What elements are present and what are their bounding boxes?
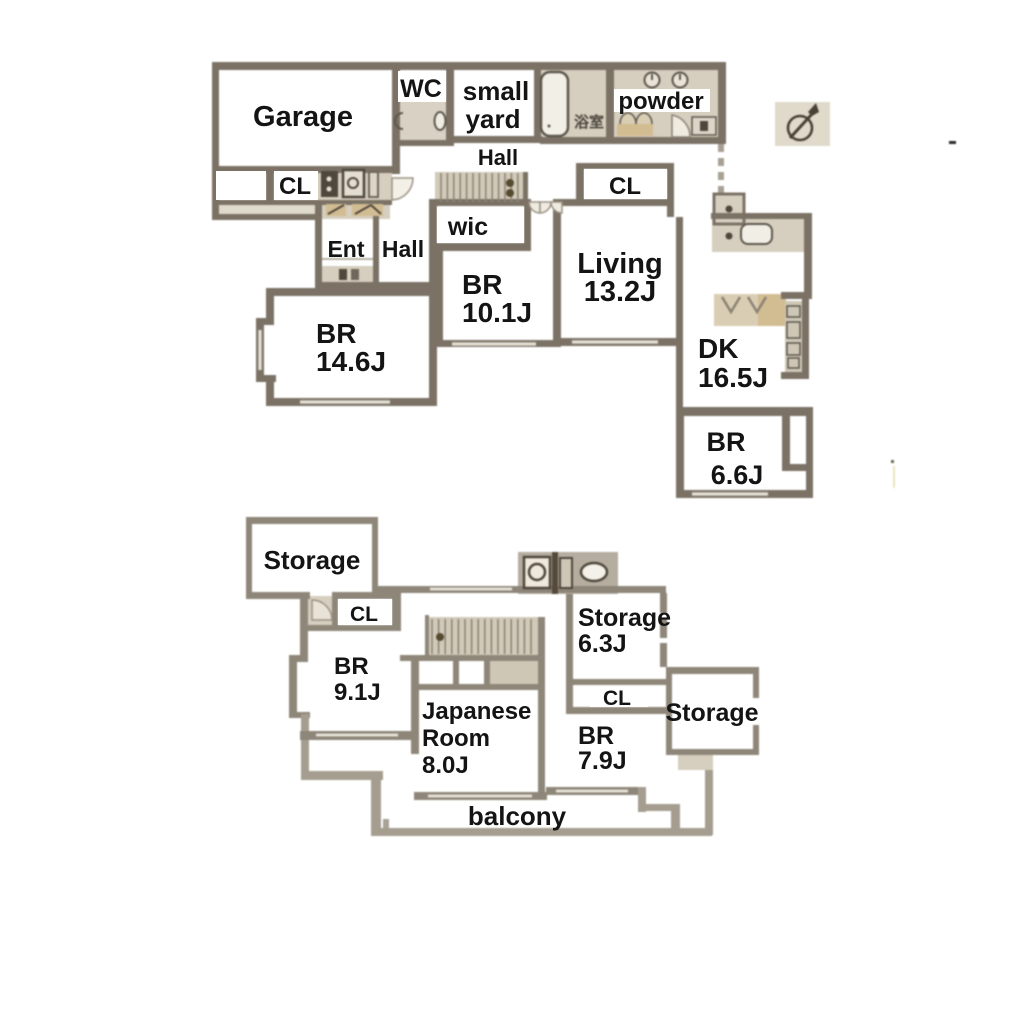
svg-text:small: small: [463, 76, 530, 106]
svg-text:Garage: Garage: [253, 101, 353, 133]
svg-text:BR: BR: [334, 653, 369, 680]
svg-text:Japanese: Japanese: [422, 698, 531, 725]
svg-text:Living: Living: [577, 248, 662, 280]
svg-text:CL: CL: [609, 173, 641, 200]
svg-text:Storage: Storage: [665, 699, 758, 727]
svg-text:16.5J: 16.5J: [698, 362, 768, 393]
svg-text:DK: DK: [698, 333, 738, 364]
svg-text:powder: powder: [618, 88, 703, 115]
svg-text:7.9J: 7.9J: [578, 747, 627, 775]
svg-text:14.6J: 14.6J: [316, 346, 386, 377]
svg-text:Room: Room: [422, 725, 490, 752]
svg-text:WC: WC: [400, 75, 442, 103]
svg-text:CL: CL: [350, 603, 378, 626]
svg-text:Hall: Hall: [478, 145, 518, 170]
svg-text:Hall: Hall: [382, 236, 424, 262]
svg-text:Ent: Ent: [327, 236, 364, 262]
svg-text:CL: CL: [603, 687, 631, 710]
svg-text:Storage: Storage: [264, 545, 361, 575]
svg-text:wic: wic: [447, 213, 488, 241]
svg-text:6.6J: 6.6J: [711, 460, 764, 490]
svg-text:BR: BR: [707, 427, 746, 457]
svg-text:BR: BR: [316, 318, 356, 349]
svg-text:BR: BR: [462, 269, 502, 300]
svg-text:8.0J: 8.0J: [422, 752, 469, 779]
svg-text:Storage: Storage: [578, 604, 671, 632]
svg-text:浴室: 浴室: [574, 113, 604, 131]
svg-text:6.3J: 6.3J: [578, 630, 627, 658]
svg-text:10.1J: 10.1J: [462, 297, 532, 328]
svg-text:yard: yard: [466, 104, 521, 134]
svg-text:13.2J: 13.2J: [584, 276, 657, 308]
svg-text:BR: BR: [578, 722, 614, 750]
svg-text:balcony: balcony: [468, 801, 567, 831]
svg-text:CL: CL: [279, 173, 311, 200]
svg-text:9.1J: 9.1J: [334, 679, 381, 706]
